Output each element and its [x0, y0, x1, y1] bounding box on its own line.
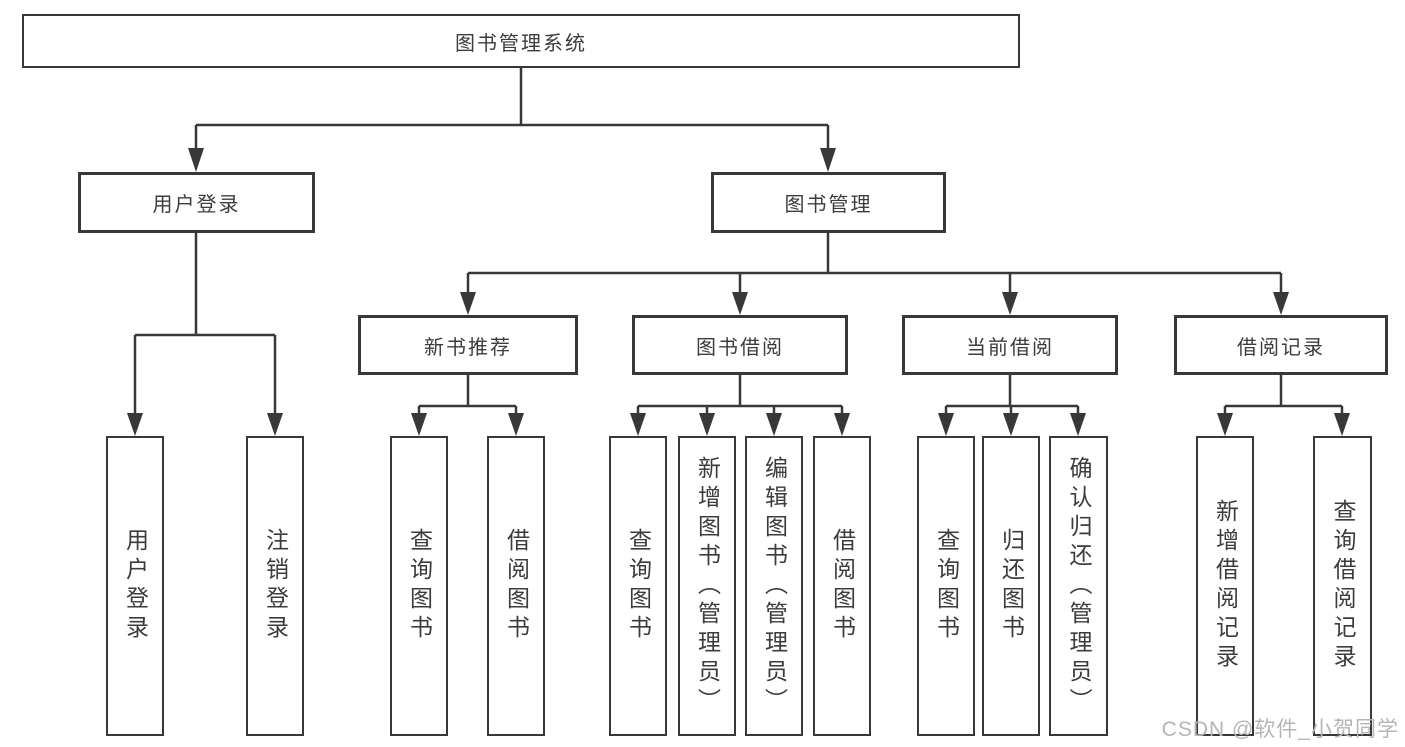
- connector-newbook-to-leaves: [417, 375, 518, 418]
- node-book-management: 图书管理: [711, 172, 946, 233]
- leaf-user-login: 用户登录: [106, 436, 164, 736]
- node-label: 图书管理系统: [455, 32, 587, 55]
- node-label: 借阅图书: [829, 528, 856, 644]
- connector-current-to-leaves: [944, 375, 1080, 418]
- leaf-add-books-admin: 新增图书（管理员）: [678, 436, 736, 736]
- connector-borrowing-to-leaves: [636, 375, 844, 418]
- node-label: 查询图书: [933, 528, 960, 644]
- node-label: 图书借阅: [696, 336, 784, 359]
- node-label: 新增借阅记录: [1212, 499, 1239, 673]
- leaf-confirm-return-admin: 确认归还（管理员）: [1049, 436, 1108, 736]
- connector-root-to-level2: [194, 68, 830, 154]
- leaf-logout-login: 注销登录: [246, 436, 304, 736]
- connector-userlogin-to-leaves: [133, 232, 277, 418]
- node-label: 查询图书: [406, 528, 433, 644]
- node-label: 当前借阅: [966, 336, 1054, 359]
- node-label: 借阅记录: [1237, 336, 1325, 359]
- leaf-add-borrow-record: 新增借阅记录: [1196, 436, 1254, 736]
- leaf-borrow-books-borrow: 借阅图书: [813, 436, 871, 736]
- node-label: 新书推荐: [424, 336, 512, 359]
- leaf-query-books-recommend: 查询图书: [390, 436, 448, 736]
- node-label: 新增图书（管理员）: [694, 455, 721, 717]
- node-label: 注销登录: [262, 528, 289, 644]
- leaf-edit-books-admin: 编辑图书（管理员）: [745, 436, 803, 736]
- leaf-query-borrow-record: 查询借阅记录: [1313, 436, 1372, 736]
- leaf-return-books: 归还图书: [982, 436, 1040, 736]
- leaf-borrow-books-recommend: 借阅图书: [487, 436, 545, 736]
- connector-bookmgmt-to-level3: [466, 232, 1283, 297]
- node-label: 查询借阅记录: [1330, 499, 1356, 673]
- node-user-login: 用户登录: [78, 172, 315, 233]
- node-label: 用户登录: [152, 194, 241, 216]
- node-label: 归还图书: [998, 528, 1025, 644]
- arrowheads: [127, 148, 1350, 436]
- leaf-query-books-current: 查询图书: [917, 436, 975, 736]
- node-label: 查询图书: [625, 528, 652, 644]
- csdn-watermark: CSDN @软件_小贺同学: [1161, 718, 1399, 741]
- node-label: 图书管理: [784, 194, 873, 216]
- node-label: 借阅图书: [503, 528, 530, 644]
- node-new-book-recommendation: 新书推荐: [358, 315, 578, 375]
- node-book-borrowing: 图书借阅: [632, 315, 848, 375]
- node-current-borrowing: 当前借阅: [902, 315, 1118, 375]
- leaf-query-books-borrow: 查询图书: [609, 436, 667, 736]
- connector-records-to-leaves: [1223, 375, 1344, 418]
- node-borrowing-records: 借阅记录: [1174, 315, 1388, 375]
- node-label: 用户登录: [122, 528, 149, 644]
- node-label: 编辑图书（管理员）: [761, 455, 788, 717]
- node-root-system: 图书管理系统: [22, 14, 1020, 68]
- node-label: 确认归还（管理员）: [1066, 455, 1092, 717]
